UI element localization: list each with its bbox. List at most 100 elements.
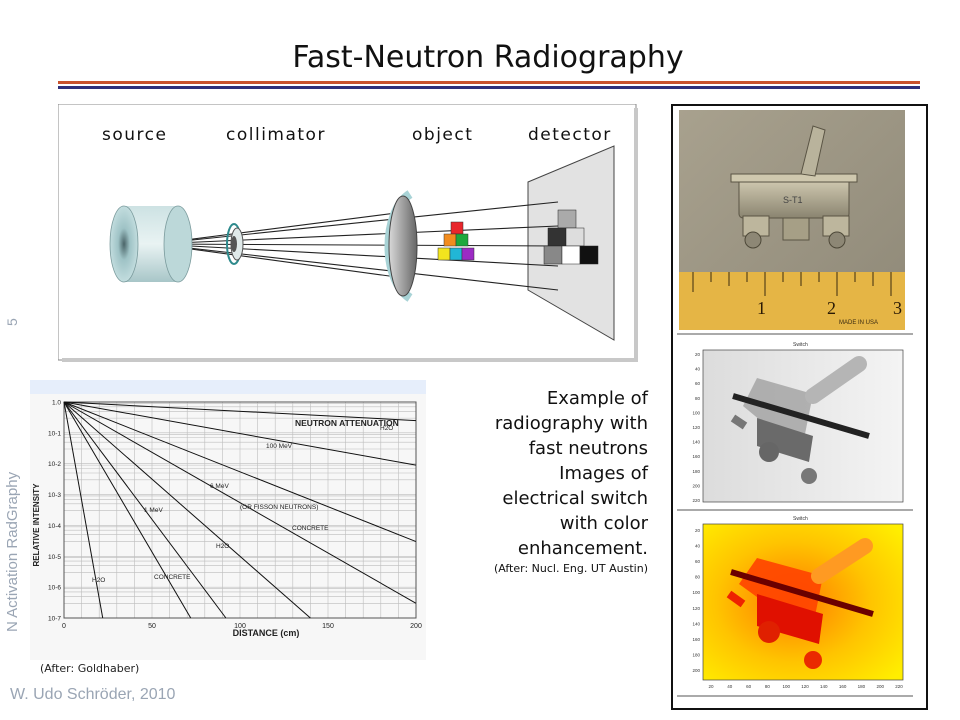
chart-ticks: 0 50 100 150 200 1.0 10-1 10-2 10-3 10-4 10-5 10-6 1… <box>48 400 422 631</box>
x-tick-label: 100 <box>234 623 246 630</box>
series-line <box>63 401 192 619</box>
axis-tick-label: 60 <box>746 684 752 689</box>
caption-line: electrical switch <box>502 488 648 509</box>
series-line <box>63 401 417 604</box>
axis-tick-label: 220 <box>895 684 903 689</box>
switch-photo: 1 2 3 MADE IN USA S-T1 <box>679 110 905 330</box>
series-label: 100 MeV <box>266 443 293 450</box>
axis-tick-label: 160 <box>839 684 847 689</box>
object-shell <box>384 190 418 302</box>
caption-line: with color <box>559 513 648 534</box>
axis-tick-label: 140 <box>692 621 700 626</box>
series-label: 6 MeV <box>210 483 229 490</box>
series-line <box>63 401 311 619</box>
side-label: N Activation RadGraphy <box>4 471 21 632</box>
title-rule-red <box>58 81 920 84</box>
page-number: 5 <box>4 318 20 326</box>
y-tick-label: 10-3 <box>48 492 61 499</box>
y-tick-label: 10-4 <box>48 523 61 530</box>
chart-attribution: (After: Goldhaber) <box>40 662 140 675</box>
series-line <box>63 401 417 422</box>
x-tick-label: 0 <box>62 623 66 630</box>
series-label: H2O <box>380 425 393 432</box>
axis-tick-label: 140 <box>820 684 828 689</box>
series-label: CONCRETE <box>292 525 329 532</box>
axis-tick-label: 200 <box>692 483 700 488</box>
switch-marking: S-T1 <box>783 195 803 205</box>
axis-tick-label: 160 <box>692 454 700 459</box>
axis-tick-label: 60 <box>695 381 701 386</box>
series-label: 1 MeV <box>144 507 163 514</box>
series-label: CONCRETE <box>154 574 191 581</box>
ruler-number: 1 <box>757 298 766 318</box>
series-line <box>63 401 417 466</box>
collimator-ring <box>226 223 244 265</box>
caption-line: Images of <box>559 463 648 484</box>
ruler-text: MADE IN USA <box>839 320 878 326</box>
x-tick-label: 150 <box>322 623 334 630</box>
label-detector: detector <box>528 125 612 145</box>
ruler-ticks <box>692 272 892 296</box>
axis-tick-label: 100 <box>692 590 700 595</box>
axis-tick-label: 180 <box>858 684 866 689</box>
axis-tick-label: 120 <box>801 684 809 689</box>
y-tick-label: 10-1 <box>48 430 61 437</box>
plot-frame <box>63 401 417 619</box>
caption-line: enhancement. <box>517 538 648 559</box>
y-tick-label: 1.0 <box>52 400 61 407</box>
chart-title: NEUTRON ATTENUATION <box>295 418 399 428</box>
switch-images: 1 2 3 MADE IN USA S-T1 Switch 20 40 60 80 10… <box>677 110 913 697</box>
axis-tick-label: 40 <box>727 684 733 689</box>
neutron-source <box>109 205 193 283</box>
label-source: source <box>102 125 167 145</box>
axis-tick-label: 220 <box>692 498 700 503</box>
axis-tick-label: 120 <box>692 425 700 430</box>
axis-tick-label: 120 <box>692 606 700 611</box>
axis-tick-label: 200 <box>876 684 884 689</box>
axis-tick-label: 40 <box>695 367 701 372</box>
label-collimator: collimator <box>226 125 326 145</box>
series-line <box>63 401 227 619</box>
axis-tick-label: 180 <box>692 652 700 657</box>
caption-line: fast neutrons <box>528 438 648 459</box>
axis-tick-label: 200 <box>692 668 700 673</box>
series-line <box>63 401 104 619</box>
slide-title: Fast-Neutron Radiography <box>292 40 684 75</box>
chart-x-label: DISTANCE (cm) <box>233 628 300 638</box>
radiography-caption: Example of radiography with fast neutron… <box>450 386 648 577</box>
caption-source: (After: Nucl. Eng. UT Austin) <box>493 562 648 575</box>
chart-grid <box>63 401 417 619</box>
caption-line: radiography with <box>494 413 648 434</box>
axis-tick-label: 140 <box>692 440 700 445</box>
axis-tick-label: 20 <box>695 528 701 533</box>
title-rule-blue <box>58 86 920 89</box>
ruler-number: 3 <box>893 298 902 318</box>
series-label: H2O <box>92 577 105 584</box>
y-tick-label: 10-2 <box>48 461 61 468</box>
axis-tick-label: 100 <box>782 684 790 689</box>
axis-tick-label: 60 <box>695 559 701 564</box>
caption-line: Example of <box>546 388 648 409</box>
detector-shadow-cubes <box>543 209 599 265</box>
y-tick-label: 10-5 <box>48 554 61 561</box>
chart-annotation-fission: (OR FISSON NEUTRONS) <box>240 504 318 511</box>
switch-toggle <box>800 125 826 177</box>
x-tick-label: 200 <box>410 623 422 630</box>
ruler-number: 2 <box>827 298 836 318</box>
neutron-beams <box>153 201 559 291</box>
axis-tick-label: 100 <box>692 410 700 415</box>
axis-tick-label: 160 <box>692 637 700 642</box>
axis-tick-label: 20 <box>695 352 701 357</box>
axis-tick-label: 80 <box>695 396 701 401</box>
y-tick-label: 10-6 <box>48 585 61 592</box>
x-tick-label: 50 <box>148 623 156 630</box>
footer-author: W. Udo Schröder, 2010 <box>10 686 176 703</box>
object-cubes <box>437 221 475 261</box>
series-line <box>63 401 417 543</box>
chart-y-label: RELATIVE INTENSITY <box>32 483 41 567</box>
panel-title: Switch <box>793 342 808 348</box>
